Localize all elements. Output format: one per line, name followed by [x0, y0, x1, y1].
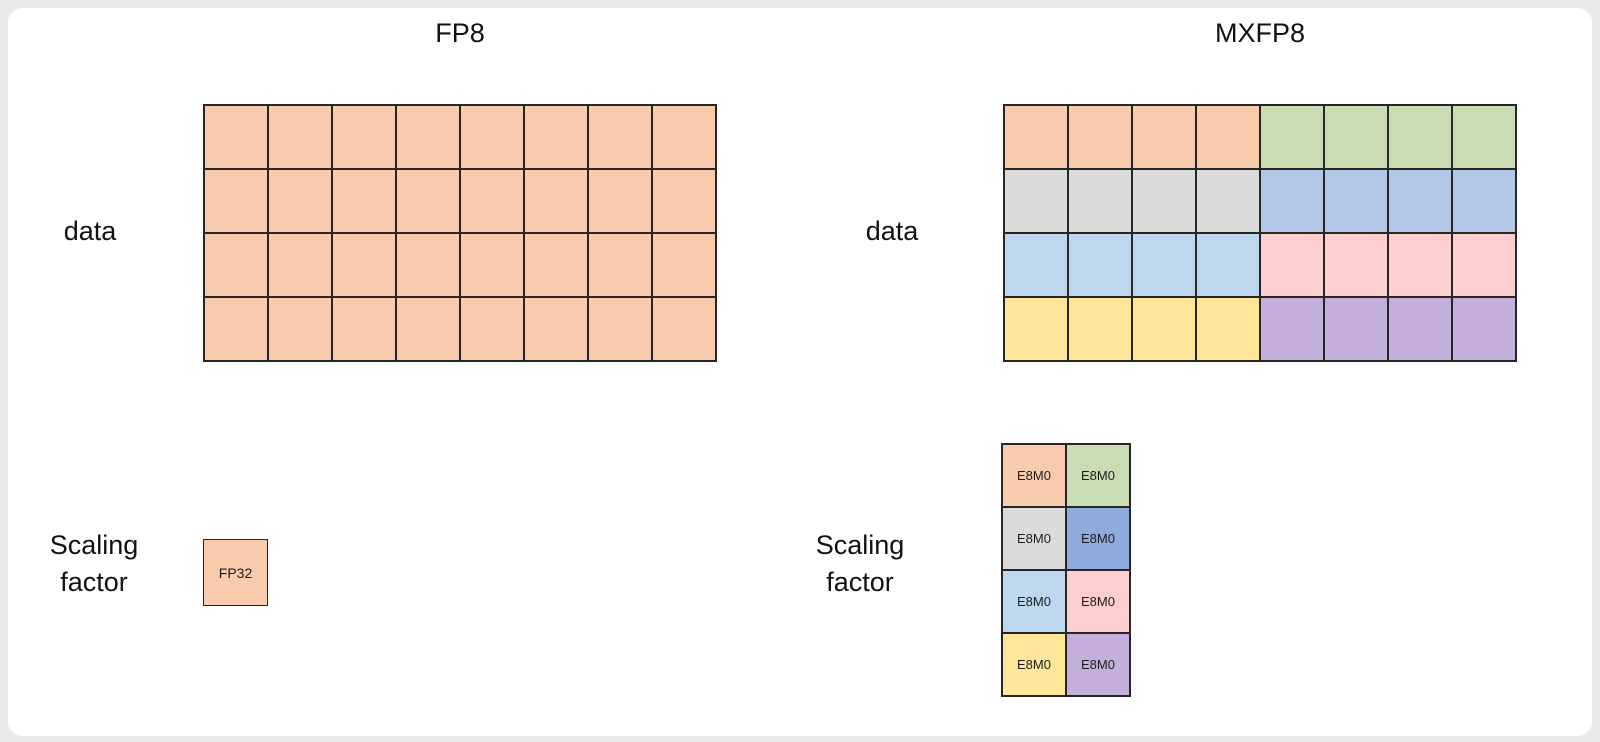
mxfp8-data-cell: [1132, 233, 1196, 297]
fp8-data-cell: [524, 297, 588, 361]
fp8-data-cell: [396, 169, 460, 233]
fp8-data-label: data: [63, 216, 117, 246]
fp8-data-cell: [588, 233, 652, 297]
fp8-data-cell: [332, 169, 396, 233]
fp8-data-cell: [332, 297, 396, 361]
fp8-scaling-factor-label-line2: factor: [60, 567, 128, 597]
mxfp8-data-cell: [1132, 105, 1196, 169]
fp8-data-cell: [524, 169, 588, 233]
fp8-data-cell: [332, 105, 396, 169]
mxfp8-data-cell: [1452, 233, 1516, 297]
mxfp8-scaling-factor-cell: E8M0: [1002, 444, 1066, 507]
mxfp8-scaling-factor-cell: E8M0: [1066, 444, 1130, 507]
mxfp8-data-cell: [1388, 297, 1452, 361]
mxfp8-data-cell: [1004, 233, 1068, 297]
mxfp8-data-cell: [1388, 105, 1452, 169]
fp8-data-cell: [268, 297, 332, 361]
mxfp8-data-cell: [1068, 169, 1132, 233]
mxfp8-data-cell: [1452, 105, 1516, 169]
fp8-data-cell: [204, 233, 268, 297]
fp8-data-cell: [524, 233, 588, 297]
fp8-data-cell: [652, 297, 716, 361]
mxfp8-data-cell: [1132, 169, 1196, 233]
mxfp8-data-cell: [1196, 105, 1260, 169]
mxfp8-scaling-factor-cell: E8M0: [1066, 633, 1130, 696]
mxfp8-data-cell: [1068, 297, 1132, 361]
mxfp8-data-cell: [1004, 105, 1068, 169]
mxfp8-scaling-factor-cell: E8M0: [1002, 507, 1066, 570]
mxfp8-scaling-factor-cell: E8M0: [1066, 507, 1130, 570]
fp8-data-cell: [396, 297, 460, 361]
fp8-data-cell: [396, 233, 460, 297]
fp8-data-cell: [460, 105, 524, 169]
mxfp8-scaling-factor-label: Scaling factor: [780, 527, 940, 601]
fp8-data-cell: [524, 105, 588, 169]
fp8-scaling-factor-cell: FP32: [203, 539, 268, 606]
mxfp8-scaling-factor-label-line2: factor: [826, 567, 894, 597]
fp8-data-cell: [652, 169, 716, 233]
mxfp8-scaling-factor-cell: E8M0: [1002, 633, 1066, 696]
mxfp8-data-label: data: [865, 216, 919, 246]
mxfp8-data-cell: [1132, 297, 1196, 361]
fp8-data-cell: [204, 105, 268, 169]
fp8-scaling-factor-label-line1: Scaling: [49, 530, 139, 560]
mxfp8-scaling-factor-label-line1: Scaling: [815, 530, 905, 560]
fp8-data-cell: [268, 169, 332, 233]
fp8-data-cell: [652, 233, 716, 297]
fp8-scaling-factor-label: Scaling factor: [14, 527, 174, 601]
mxfp8-data-cell: [1196, 169, 1260, 233]
mxfp8-data-cell: [1068, 105, 1132, 169]
fp8-data-cell: [268, 233, 332, 297]
mxfp8-data-cell: [1260, 297, 1324, 361]
mxfp8-data-cell: [1260, 105, 1324, 169]
fp8-data-cell: [460, 169, 524, 233]
mxfp8-data-grid: [1003, 104, 1517, 362]
fp8-data-cell: [652, 105, 716, 169]
mxfp8-data-cell: [1324, 233, 1388, 297]
mxfp8-title: MXFP8: [1214, 18, 1306, 48]
mxfp8-data-cell: [1260, 233, 1324, 297]
mxfp8-data-cell: [1196, 297, 1260, 361]
fp8-data-cell: [588, 105, 652, 169]
mxfp8-data-cell: [1452, 169, 1516, 233]
fp8-data-grid: [203, 104, 717, 362]
mxfp8-data-cell: [1260, 169, 1324, 233]
fp8-data-cell: [204, 297, 268, 361]
mxfp8-data-cell: [1324, 105, 1388, 169]
fp8-data-cell: [460, 297, 524, 361]
fp8-data-cell: [332, 233, 396, 297]
fp8-data-cell: [396, 105, 460, 169]
mxfp8-scaling-factor-cell: E8M0: [1002, 570, 1066, 633]
mxfp8-scaling-factor-cell: E8M0: [1066, 570, 1130, 633]
mxfp8-data-cell: [1388, 233, 1452, 297]
fp8-data-cell: [204, 169, 268, 233]
fp8-data-cell: [268, 105, 332, 169]
mxfp8-data-cell: [1196, 233, 1260, 297]
fp8-data-cell: [588, 297, 652, 361]
mxfp8-data-cell: [1388, 169, 1452, 233]
mxfp8-data-cell: [1324, 297, 1388, 361]
fp8-data-cell: [460, 233, 524, 297]
mxfp8-data-cell: [1452, 297, 1516, 361]
mxfp8-data-cell: [1068, 233, 1132, 297]
fp8-data-cell: [588, 169, 652, 233]
mxfp8-data-cell: [1004, 297, 1068, 361]
fp8-title: FP8: [435, 18, 485, 48]
mxfp8-data-cell: [1324, 169, 1388, 233]
mxfp8-data-cell: [1004, 169, 1068, 233]
